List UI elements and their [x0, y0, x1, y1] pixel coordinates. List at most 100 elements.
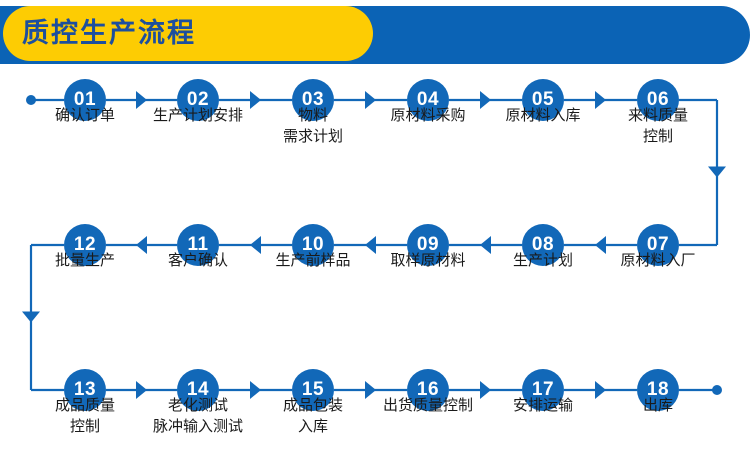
flow-node-label-03: 物料需求计划 [283, 105, 343, 147]
flow-node-label-07: 原材料入厂 [620, 250, 695, 271]
flow-node-label-12: 批量生产 [55, 250, 115, 271]
flow-node-number-06: 06 [637, 79, 679, 121]
label-line: 客户确认 [167, 252, 229, 269]
flow-node-number-18: 18 [637, 369, 679, 411]
label-line: 出库 [642, 397, 674, 414]
arrow-right-icon [250, 381, 261, 399]
header-yellow-bar [3, 6, 373, 61]
arrow-right-icon [595, 381, 606, 399]
start-dot-icon [26, 95, 36, 105]
flow-node-label-10: 生产前样品 [275, 250, 350, 271]
flow-node-label-04: 原材料采购 [390, 105, 465, 126]
label-line: 原材料入库 [505, 107, 581, 124]
label-line: 需求计划 [282, 128, 344, 145]
label-line: 原材料采购 [390, 107, 466, 124]
flow-node-number-16: 16 [407, 369, 449, 411]
flow-node-number-17: 17 [522, 369, 564, 411]
flow-node-label-18: 出库 [643, 395, 673, 416]
flow-node-label-05: 原材料入库 [505, 105, 580, 126]
label-line: 原材料入厂 [620, 252, 696, 269]
arrow-down-icon [22, 311, 40, 323]
flow-node-number-13: 13 [64, 369, 106, 411]
flow-node-number-14: 14 [177, 369, 219, 411]
flow-node-number-02: 02 [177, 79, 219, 121]
label-line: 安排运输 [512, 397, 574, 414]
end-dot-icon [712, 385, 722, 395]
arrow-right-icon [480, 91, 491, 109]
arrow-right-icon [595, 91, 606, 109]
label-line: 批量生产 [54, 252, 116, 269]
arrow-right-icon [365, 381, 376, 399]
header-banner: 质控生产流程 [0, 6, 750, 64]
flow-node-label-06: 来料质量控制 [628, 105, 688, 147]
arrow-right-icon [136, 91, 147, 109]
arrow-right-icon [365, 91, 376, 109]
page-title: 质控生产流程 [22, 18, 196, 48]
flow-node-number-10: 10 [292, 224, 334, 266]
label-line: 确认订单 [54, 107, 116, 124]
flow-node-label-11: 客户确认 [168, 250, 228, 271]
label-line: 生产计划 [512, 252, 574, 269]
label-line: 出货质量控制 [382, 397, 474, 414]
flow-node-number-05: 05 [522, 79, 564, 121]
flow-node-label-09: 取样原材料 [390, 250, 465, 271]
flow-node-number-08: 08 [522, 224, 564, 266]
arrow-left-icon [250, 236, 261, 254]
flow-node-number-09: 09 [407, 224, 449, 266]
flow-node-number-11: 11 [177, 224, 219, 266]
label-line: 脉冲输入测试 [152, 418, 244, 435]
label-line: 生产计划安排 [152, 107, 244, 124]
label-line: 来料质量 [627, 107, 689, 124]
flow-node-number-07: 07 [637, 224, 679, 266]
arrow-left-icon [480, 236, 491, 254]
arrow-left-icon [595, 236, 606, 254]
label-line: 生产前样品 [275, 252, 351, 269]
flow-node-number-12: 12 [64, 224, 106, 266]
label-line: 控制 [69, 418, 101, 435]
flow-node-number-04: 04 [407, 79, 449, 121]
arrow-right-icon [480, 381, 491, 399]
arrow-down-icon [708, 166, 726, 178]
arrow-right-icon [250, 91, 261, 109]
flow-node-label-13: 成品质量控制 [55, 395, 115, 437]
arrow-left-icon [365, 236, 376, 254]
label-line: 老化测试 [167, 397, 229, 414]
flow-node-label-01: 确认订单 [55, 105, 115, 126]
label-line: 物料 [297, 107, 329, 124]
flow-node-label-14: 老化测试脉冲输入测试 [153, 395, 243, 437]
flow-node-number-03: 03 [292, 79, 334, 121]
flow-node-label-17: 安排运输 [513, 395, 573, 416]
arrow-right-icon [136, 381, 147, 399]
flow-node-label-08: 生产计划 [513, 250, 573, 271]
flow-node-number-01: 01 [64, 79, 106, 121]
flow-node-label-16: 出货质量控制 [383, 395, 473, 416]
label-line: 取样原材料 [390, 252, 466, 269]
label-line: 控制 [642, 128, 674, 145]
arrow-left-icon [136, 236, 147, 254]
label-line: 成品包装 [282, 397, 344, 414]
flow-node-label-15: 成品包装入库 [283, 395, 343, 437]
label-line: 成品质量 [54, 397, 116, 414]
label-line: 入库 [297, 418, 329, 435]
flow-node-number-15: 15 [292, 369, 334, 411]
